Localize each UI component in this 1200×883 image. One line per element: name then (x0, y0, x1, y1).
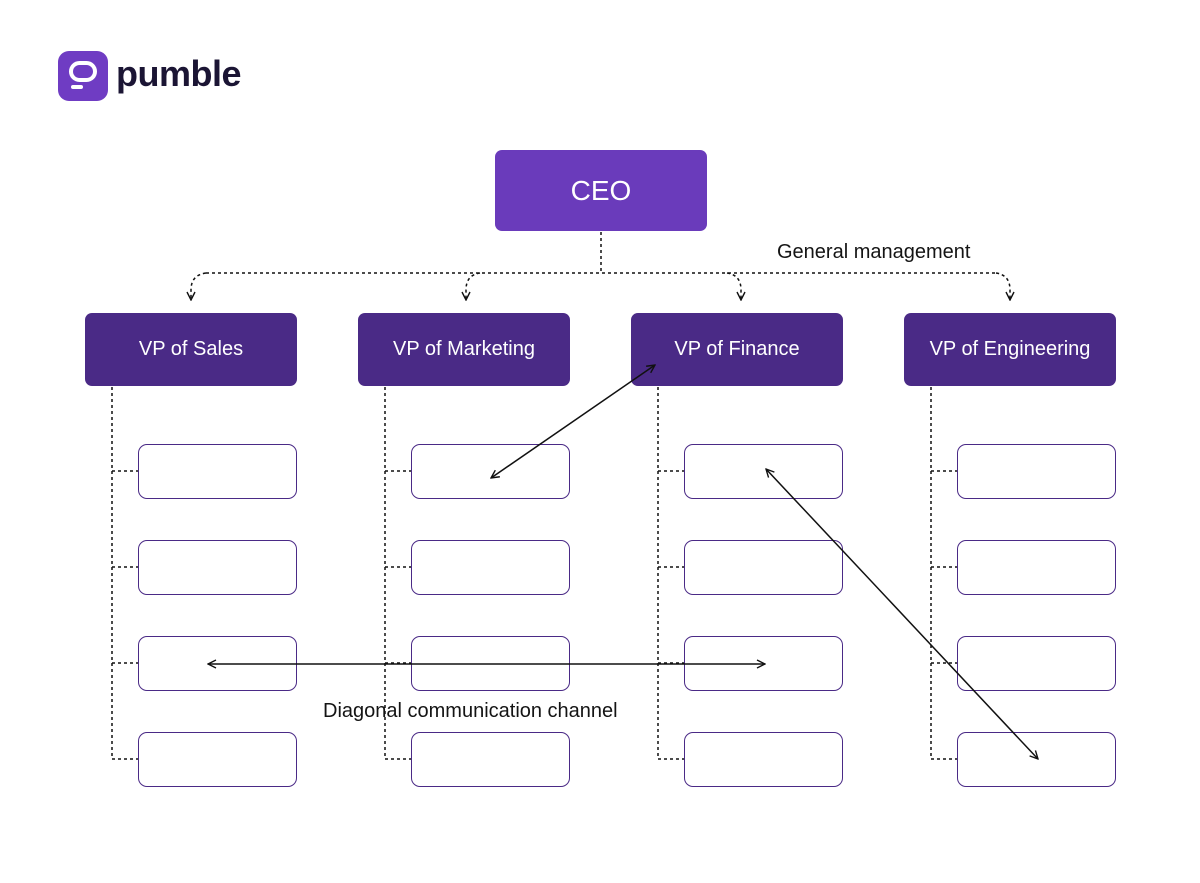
brand-name: pumble (116, 53, 242, 94)
vp-sales-box: VP of Sales (85, 313, 297, 386)
diagonal-channel-label: Diagonal communication channel (323, 700, 618, 722)
ceo-box: CEO (495, 150, 707, 231)
marketing-subordinate-box (411, 540, 570, 595)
pumble-logo-icon (58, 51, 108, 101)
sales-subordinate-box (138, 444, 297, 499)
marketing-tree-lines (384, 387, 411, 760)
vp-marketing-link (466, 272, 481, 300)
vp-finance-box: VP of Finance (631, 313, 843, 386)
vp-finance-link (726, 272, 741, 300)
marketing-finance-arrow (491, 365, 655, 478)
vp-engineering-link (995, 272, 1010, 300)
marketing-subordinate-box (411, 732, 570, 787)
sales-subordinate-box (138, 540, 297, 595)
finance-engineering-arrow (766, 469, 1038, 759)
sales-tree-lines (111, 387, 138, 760)
vp-sales-link (191, 272, 207, 300)
general-management-label: General management (777, 241, 971, 263)
vp-engineering-box: VP of Engineering (904, 313, 1116, 386)
sales-subordinate-box (138, 732, 297, 787)
finance-tree-lines (657, 387, 684, 760)
